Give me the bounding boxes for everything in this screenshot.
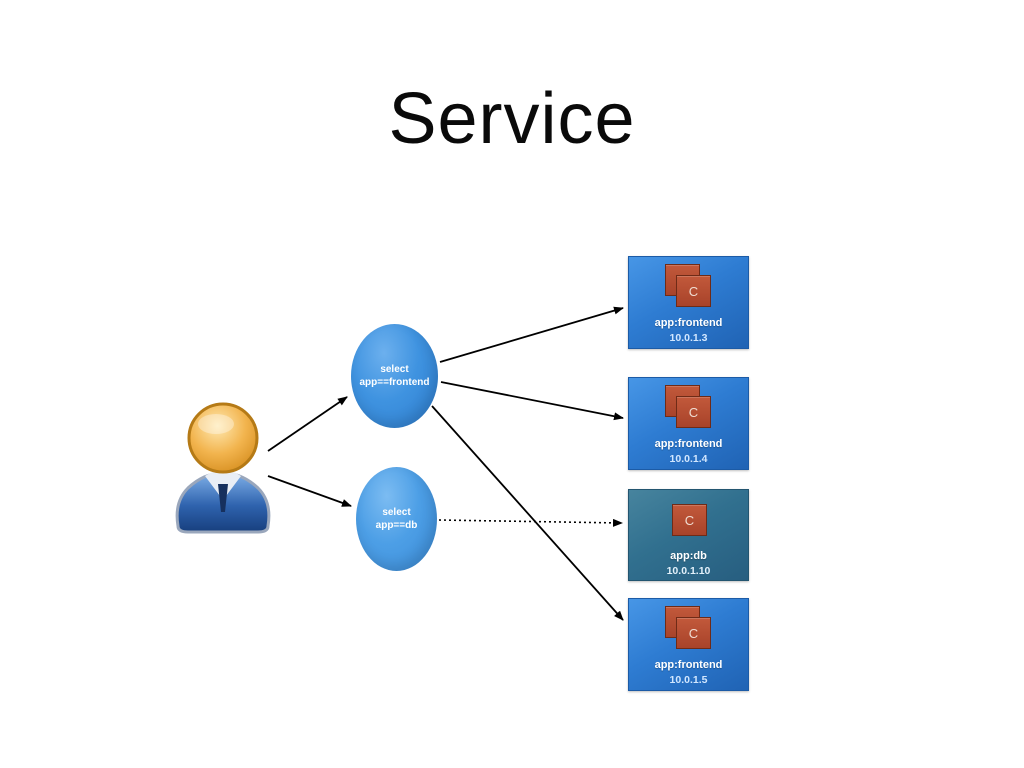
selector-frontend-line2: app==frontend bbox=[359, 377, 430, 388]
selector-db-line1: select bbox=[382, 506, 411, 518]
selector-ellipse-frontend: select app==frontend bbox=[351, 324, 438, 428]
container-icon-stack: C bbox=[629, 262, 748, 312]
arrow-selector-to-pod-10014 bbox=[440, 381, 624, 421]
container-icon-stack: C bbox=[629, 495, 748, 545]
selector-db-line2: app==db bbox=[375, 520, 418, 531]
container-icon-stack: C bbox=[629, 604, 748, 654]
pod-label: app:frontend bbox=[654, 317, 723, 329]
pod-db-100110: C app:db 10.0.1.10 bbox=[628, 489, 749, 581]
user-head-highlight bbox=[198, 414, 234, 434]
pod-ip: 10.0.1.5 bbox=[669, 674, 708, 686]
container-icon: C bbox=[676, 617, 711, 649]
container-icon: C bbox=[676, 275, 711, 307]
arrow-dotted-db-selector-to-pod-100110 bbox=[438, 518, 623, 527]
page-title: Service bbox=[388, 79, 636, 159]
pod-label: app:db bbox=[670, 550, 707, 562]
pod-label: app:frontend bbox=[654, 659, 723, 671]
container-icon-stack: C bbox=[629, 383, 748, 433]
user-tie bbox=[218, 484, 228, 512]
user-icon bbox=[175, 402, 271, 534]
pod-frontend-10014: C app:frontend 10.0.1.4 bbox=[628, 377, 749, 470]
pod-ip: 10.0.1.3 bbox=[669, 332, 708, 344]
arrow-selector-to-pod-10015 bbox=[431, 405, 624, 621]
arrow-selector-to-pod-10013 bbox=[439, 306, 624, 363]
selector-frontend-line1: select bbox=[380, 363, 409, 375]
user-head bbox=[187, 402, 259, 474]
pod-ip: 10.0.1.4 bbox=[669, 453, 708, 465]
container-icon: C bbox=[676, 396, 711, 428]
container-icon: C bbox=[672, 504, 707, 536]
pod-frontend-10015: C app:frontend 10.0.1.5 bbox=[628, 598, 749, 691]
pod-label: app:frontend bbox=[654, 438, 723, 450]
pod-ip: 10.0.1.10 bbox=[666, 565, 711, 577]
arrow-user-to-db-selector bbox=[267, 475, 352, 507]
pod-frontend-10013: C app:frontend 10.0.1.3 bbox=[628, 256, 749, 349]
selector-ellipse-db: select app==db bbox=[356, 467, 437, 571]
